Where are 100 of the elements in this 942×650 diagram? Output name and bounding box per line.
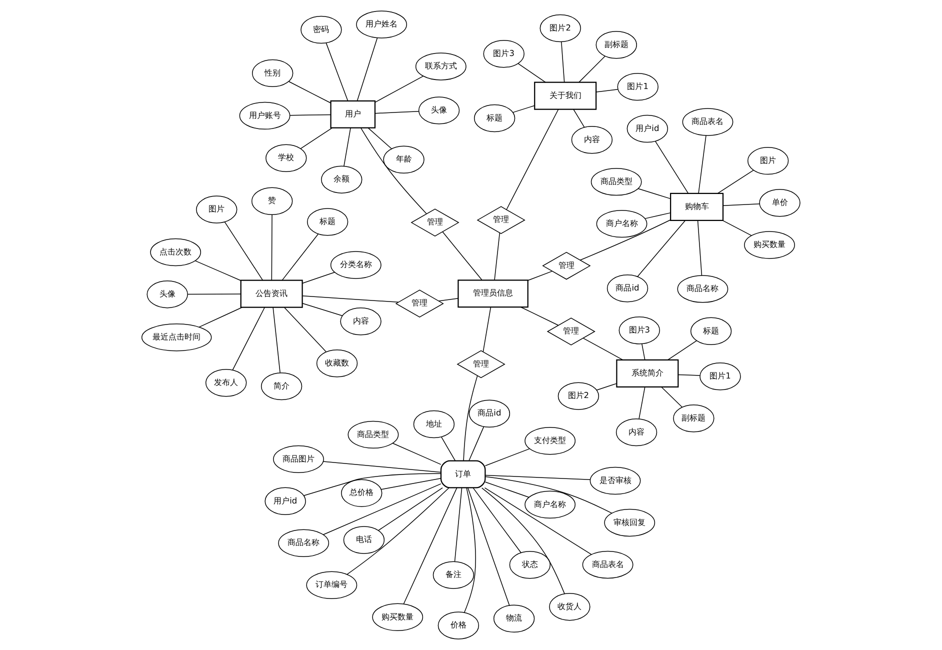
node-ellipse: 图片2 (540, 14, 581, 42)
connector (518, 63, 546, 83)
connector (302, 303, 343, 316)
node-ellipse: 收货人 (549, 592, 590, 621)
connector (326, 42, 348, 102)
connector (288, 81, 332, 104)
node-ellipse: 地址 (413, 410, 455, 438)
node-ellipse: 审核回复 (604, 508, 656, 537)
node-ellipse: 电话 (343, 526, 385, 554)
node-ellipse: 商品id (468, 400, 510, 428)
connector (481, 488, 565, 594)
node-ellipse: 商品类型 (348, 420, 399, 449)
node-ellipse: 图片2 (558, 382, 600, 410)
node-ellipse: 用户账号 (239, 102, 290, 130)
connector (596, 383, 617, 390)
connector (642, 343, 646, 360)
node-ellipse: 密码 (300, 16, 342, 44)
connector (484, 448, 530, 466)
node-ellipse: 物流 (493, 604, 535, 632)
connector (438, 298, 458, 302)
connector (322, 461, 442, 473)
connector (224, 222, 264, 281)
connector (284, 307, 326, 352)
node-ellipse: 商户名称 (596, 210, 648, 238)
connector (512, 105, 535, 113)
connector (392, 442, 442, 465)
node-diamond: 管理 (546, 318, 596, 346)
connector (484, 476, 612, 514)
node-ellipse: 图片1 (700, 362, 741, 390)
node-ellipse: 商品名称 (677, 275, 728, 303)
node-ellipse: 副标题 (673, 404, 714, 432)
node-diamond: 管理 (542, 252, 591, 280)
node-ellipse: 商品图片 (273, 445, 324, 474)
node-ellipse: 图片 (196, 196, 238, 224)
connector (484, 474, 590, 480)
connector (644, 212, 671, 219)
connector (360, 128, 427, 214)
node-ellipse: 购买数量 (744, 231, 795, 259)
node-ellipse: 标题 (306, 208, 348, 236)
connector (561, 42, 565, 83)
connector (484, 482, 530, 498)
connector (282, 234, 319, 281)
connector (638, 188, 671, 200)
node-ellipse: 用户id (626, 114, 668, 143)
connector (187, 294, 241, 295)
connector (494, 232, 500, 280)
connector (440, 436, 456, 461)
connector (378, 488, 443, 531)
connector (520, 306, 559, 326)
connector (482, 306, 492, 352)
node-ellipse: 单价 (759, 189, 800, 217)
node-ellipse: 商品名称 (278, 529, 330, 557)
node-ellipse: 副标题 (596, 31, 637, 59)
connector (346, 488, 450, 575)
node-diamond: 管理 (476, 206, 526, 234)
connector (596, 88, 618, 92)
connector (722, 220, 752, 236)
node-ellipse: 年龄 (383, 146, 424, 174)
connector (697, 220, 702, 276)
connector (232, 307, 266, 370)
node-ellipse: 收藏数 (316, 350, 358, 378)
node-ellipse: 内容 (571, 126, 613, 154)
connector (573, 109, 585, 128)
connector (668, 340, 698, 360)
node-ellipse: 头像 (146, 280, 188, 308)
connector (302, 296, 399, 303)
node-ellipse: 内容 (616, 418, 658, 446)
node-ellipse: 点击次数 (150, 238, 202, 266)
connector (638, 386, 646, 420)
node-diamond: 管理 (456, 350, 506, 378)
connector (698, 135, 706, 194)
node-ellipse: 余额 (321, 166, 362, 194)
node-ellipse: 学校 (266, 144, 307, 172)
node-box: 管理员信息 (458, 280, 528, 308)
connector (722, 203, 760, 206)
node-ellipse: 简介 (260, 372, 302, 400)
connector (637, 220, 686, 277)
connector (271, 214, 272, 281)
connector (272, 307, 280, 373)
connector (454, 487, 462, 562)
connector (374, 76, 424, 103)
node-box: 关于我们 (534, 82, 597, 110)
node-ellipse: 备注 (432, 561, 474, 589)
connector (578, 56, 606, 83)
node-ellipse: 内容 (340, 308, 382, 336)
connector (472, 487, 522, 554)
node-ellipse: 商户名称 (524, 490, 576, 519)
node-ellipse: 商品表名 (682, 108, 734, 136)
connector (468, 487, 510, 606)
node-diamond: 管理 (410, 208, 460, 236)
connector (303, 473, 442, 496)
node-ellipse: 价格 (438, 612, 480, 640)
node-ellipse: 图片1 (617, 72, 658, 101)
node-ellipse: 用户id (264, 487, 306, 516)
node-ellipse: 图片 (747, 146, 789, 175)
connector (194, 260, 242, 281)
connector (442, 232, 482, 280)
connector (661, 386, 682, 408)
node-ellipse: 支付类型 (524, 427, 576, 455)
node-ellipse: 状态 (509, 551, 551, 579)
